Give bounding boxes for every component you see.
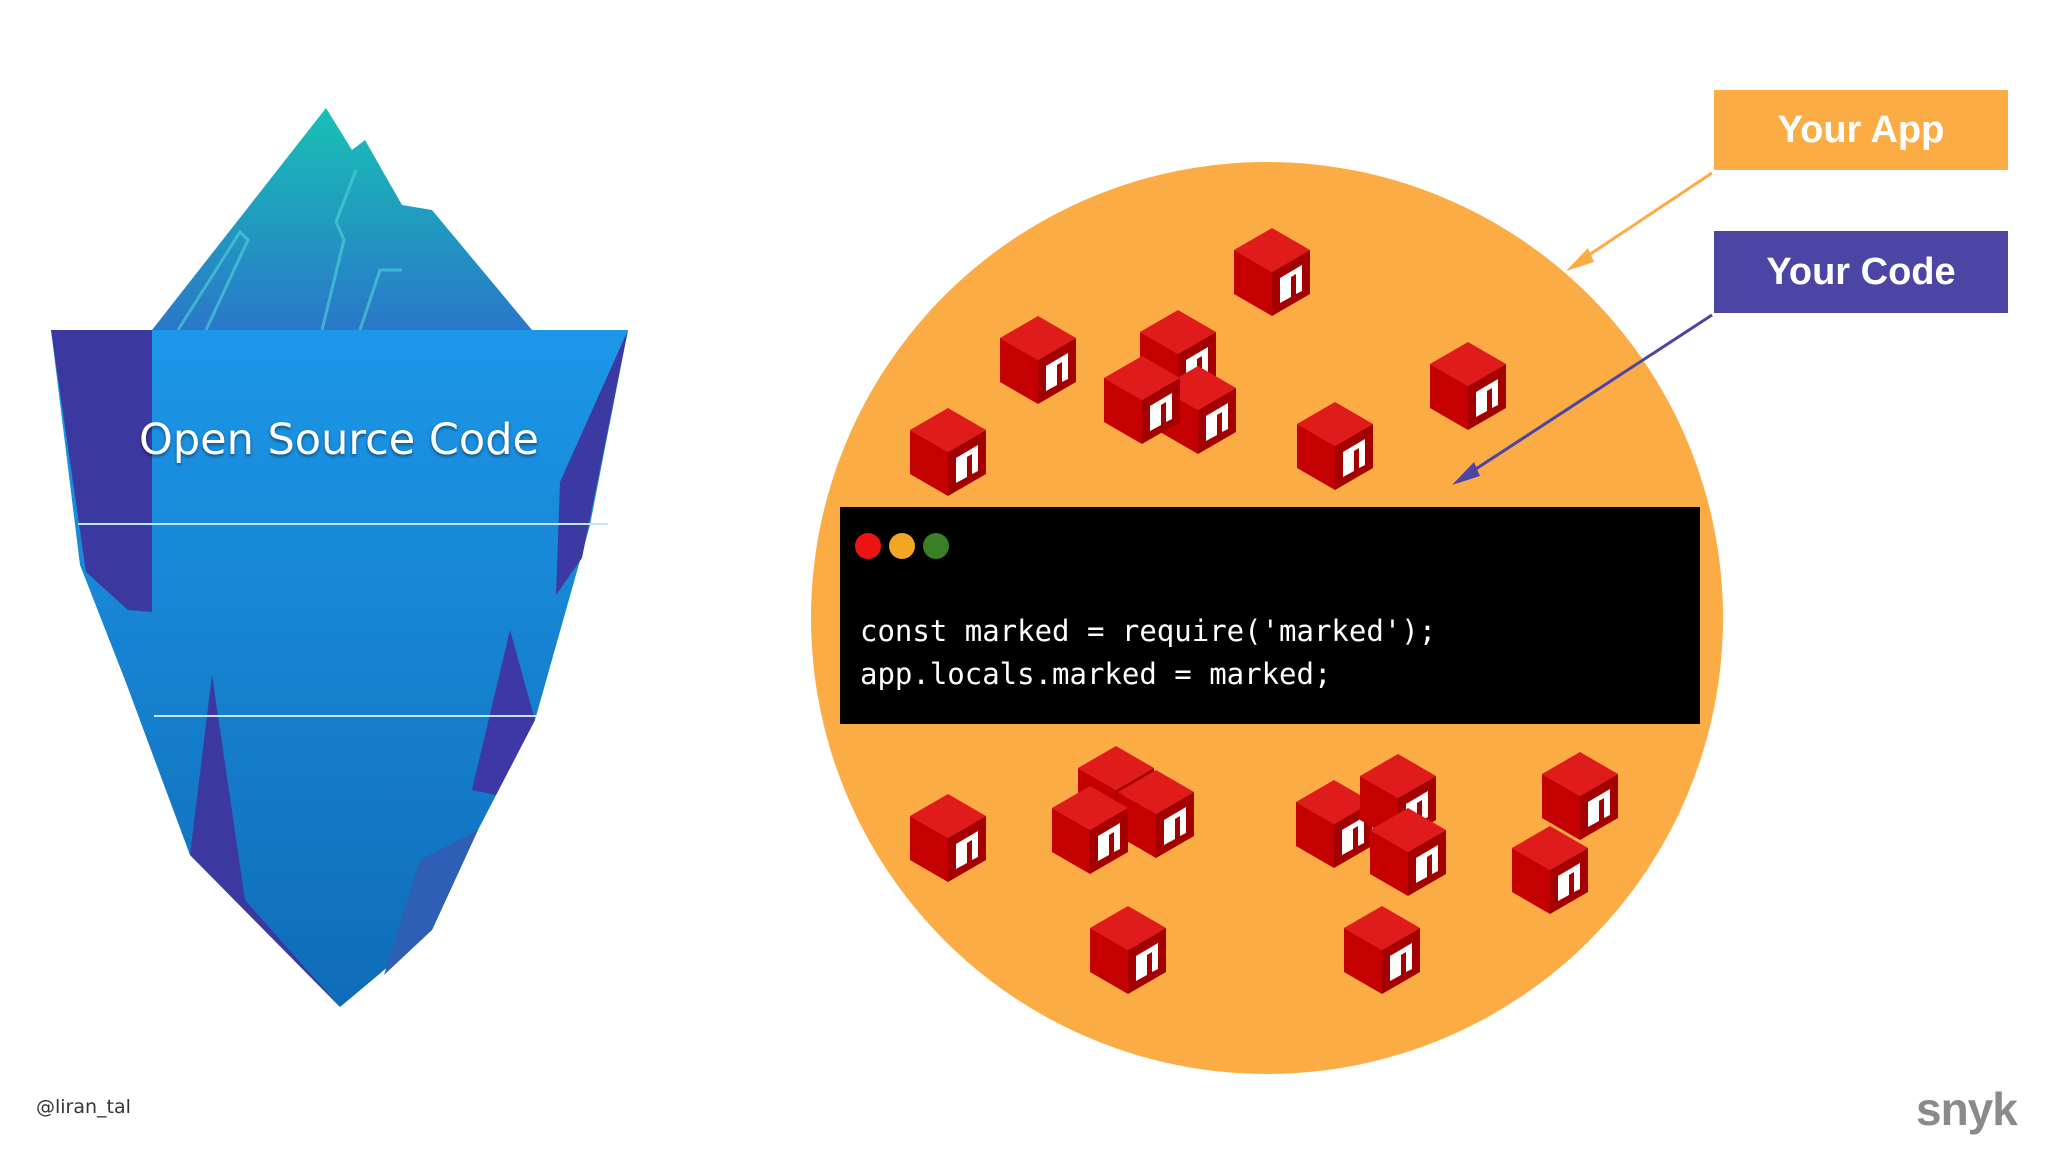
iceberg-shadow-bottom	[190, 675, 340, 1007]
close-dot-icon	[855, 533, 881, 559]
code-line: const marked = require('marked');	[860, 614, 1437, 648]
open-source-code-label: Open Source Code	[139, 415, 539, 465]
snyk-logo: snyk	[1916, 1083, 2018, 1135]
your-code-label: Your Code	[1714, 231, 2008, 313]
code-line: app.locals.marked = marked;	[860, 657, 1332, 691]
iceberg-illustration	[51, 108, 628, 1007]
iceberg-shadow-bottom-right	[384, 830, 478, 975]
iceberg-shadow-right	[556, 330, 628, 595]
minimize-dot-icon	[889, 533, 915, 559]
your-app-label: Your App	[1714, 90, 2008, 170]
your-code-arrow	[1452, 313, 1713, 485]
iceberg-shadow-right-mid	[472, 630, 535, 795]
your-app-arrow	[1566, 171, 1713, 271]
code-window: const marked = require('marked'); app.lo…	[840, 507, 1700, 724]
iceberg-tip-crack	[320, 169, 358, 331]
maximize-dot-icon	[923, 533, 949, 559]
iceberg-tip-crack	[176, 229, 250, 331]
iceberg-shadow-left	[51, 330, 152, 612]
iceberg-tip-crack	[358, 268, 402, 331]
author-handle: @liran_tal	[36, 1096, 131, 1118]
iceberg-tip	[152, 108, 532, 330]
